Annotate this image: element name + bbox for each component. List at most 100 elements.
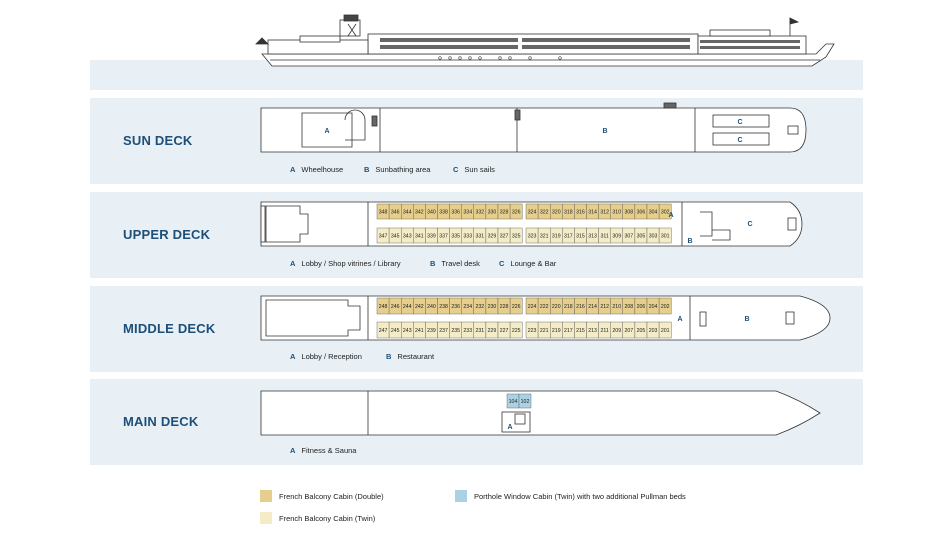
cabin-number-204: 204 xyxy=(649,304,658,310)
cabin-number-213: 213 xyxy=(588,328,597,334)
cabin-number-314: 314 xyxy=(588,209,597,215)
cabin-number-221: 221 xyxy=(540,328,549,334)
cabin-number-302: 302 xyxy=(661,209,670,215)
upper-deck-marker-b: B xyxy=(687,238,692,245)
cabin-number-308: 308 xyxy=(625,209,634,215)
cabin-number-304: 304 xyxy=(649,209,658,215)
cabin-number-211: 211 xyxy=(601,328,609,334)
sun-deck-marker-a: A xyxy=(324,128,329,135)
cabin-number-321: 321 xyxy=(540,233,549,239)
cabin-number-322: 322 xyxy=(540,209,549,215)
cabin-number-203: 203 xyxy=(649,328,658,334)
cabin-number-229: 229 xyxy=(488,328,497,334)
cabin-number-320: 320 xyxy=(552,209,561,215)
sun-deck-plan xyxy=(260,102,807,153)
profile-portholes xyxy=(438,56,562,60)
sun-deck-marker-b: B xyxy=(602,128,607,135)
cabin-number-339: 339 xyxy=(427,233,436,239)
cabin-102 xyxy=(518,393,532,409)
porthole-cabin-swatch xyxy=(455,490,467,502)
cabin-number-337: 337 xyxy=(439,233,448,239)
cabin-number-347: 347 xyxy=(379,233,388,239)
cabin-number-317: 317 xyxy=(564,233,573,239)
cabin-number-331: 331 xyxy=(476,233,485,239)
cabin-number-243: 243 xyxy=(403,328,412,334)
upper-deck-marker-c: C xyxy=(747,221,752,228)
cabin-number-219: 219 xyxy=(552,328,561,334)
cabin-number-316: 316 xyxy=(576,209,585,215)
cabin-number-245: 245 xyxy=(391,328,400,334)
cabin-number-206: 206 xyxy=(637,304,646,310)
cabin-number-234: 234 xyxy=(463,304,472,310)
cabin-number-338: 338 xyxy=(439,209,448,215)
cabin-number-311: 311 xyxy=(601,233,609,239)
cabin-number-237: 237 xyxy=(439,328,448,334)
cabin-number-310: 310 xyxy=(612,209,621,215)
cabin-number-325: 325 xyxy=(512,233,521,239)
cabin-number-216: 216 xyxy=(576,304,585,310)
sun-deck-marker-c1: C xyxy=(737,119,742,126)
cabin-number-313: 313 xyxy=(588,233,597,239)
cabin-number-301: 301 xyxy=(661,233,670,239)
sun-deck-marker-c2: C xyxy=(737,137,742,144)
main-deck-title: MAIN DECK xyxy=(123,414,199,429)
cabin-number-227: 227 xyxy=(500,328,509,334)
cabin-number-343: 343 xyxy=(403,233,412,239)
cabin-325 xyxy=(509,227,523,244)
cabin-number-217: 217 xyxy=(564,328,573,334)
cabin-number-335: 335 xyxy=(451,233,460,239)
cabin-number-223: 223 xyxy=(528,328,537,334)
cabin-number-333: 333 xyxy=(463,233,472,239)
cabin-number-222: 222 xyxy=(540,304,549,310)
middle-deck-marker-a: A xyxy=(677,316,682,323)
cabin-number-236: 236 xyxy=(451,304,460,310)
cabin-number-210: 210 xyxy=(612,304,621,310)
cabin-number-342: 342 xyxy=(415,209,424,215)
cabin-number-215: 215 xyxy=(576,328,585,334)
cabin-226 xyxy=(509,297,523,315)
cabin-number-309: 309 xyxy=(612,233,621,239)
porthole-cabin-key: Porthole Window Cabin (Twin) with two ad… xyxy=(474,492,686,501)
cabin-number-315: 315 xyxy=(576,233,585,239)
cabin-number-307: 307 xyxy=(625,233,634,239)
cabin-number-224: 224 xyxy=(528,304,537,310)
cabin-number-235: 235 xyxy=(451,328,460,334)
cabin-number-327: 327 xyxy=(500,233,509,239)
cabin-number-244: 244 xyxy=(403,304,412,310)
cabin-number-312: 312 xyxy=(600,209,609,215)
twin-cabin-swatch xyxy=(260,512,272,524)
cabin-number-319: 319 xyxy=(552,233,561,239)
cabin-number-239: 239 xyxy=(427,328,436,334)
cabin-202 xyxy=(658,297,672,315)
cabin-number-303: 303 xyxy=(649,233,658,239)
cabin-number-226: 226 xyxy=(512,304,521,310)
cabin-number-104: 104 xyxy=(509,399,518,405)
cabin-number-233: 233 xyxy=(463,328,472,334)
cabin-number-205: 205 xyxy=(637,328,646,334)
cabin-number-201: 201 xyxy=(661,328,670,334)
cabin-number-340: 340 xyxy=(427,209,436,215)
cabin-number-336: 336 xyxy=(451,209,460,215)
twin-cabin-key: French Balcony Cabin (Twin) xyxy=(279,514,376,523)
cabin-number-306: 306 xyxy=(637,209,646,215)
cabin-number-208: 208 xyxy=(625,304,634,310)
cabin-number-241: 241 xyxy=(415,328,424,334)
cabin-number-214: 214 xyxy=(588,304,597,310)
cabin-201 xyxy=(658,321,672,339)
cabin-number-341: 341 xyxy=(415,233,424,239)
cabin-number-231: 231 xyxy=(476,328,485,334)
cabin-number-207: 207 xyxy=(625,328,634,334)
cabin-number-202: 202 xyxy=(661,304,670,310)
cabin-number-346: 346 xyxy=(391,209,400,215)
cabin-number-328: 328 xyxy=(500,209,509,215)
